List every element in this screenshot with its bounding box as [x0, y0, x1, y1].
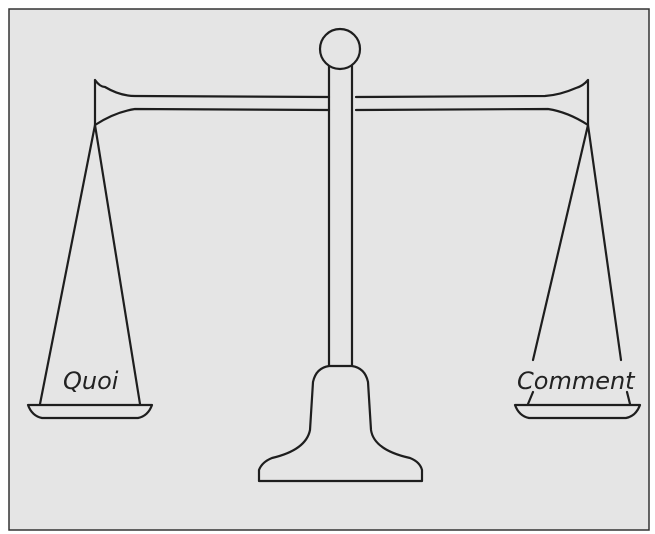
- right-pan-label: Comment: [517, 367, 636, 395]
- left-pan-label: Quoi: [63, 367, 119, 395]
- top-knob: [320, 29, 360, 69]
